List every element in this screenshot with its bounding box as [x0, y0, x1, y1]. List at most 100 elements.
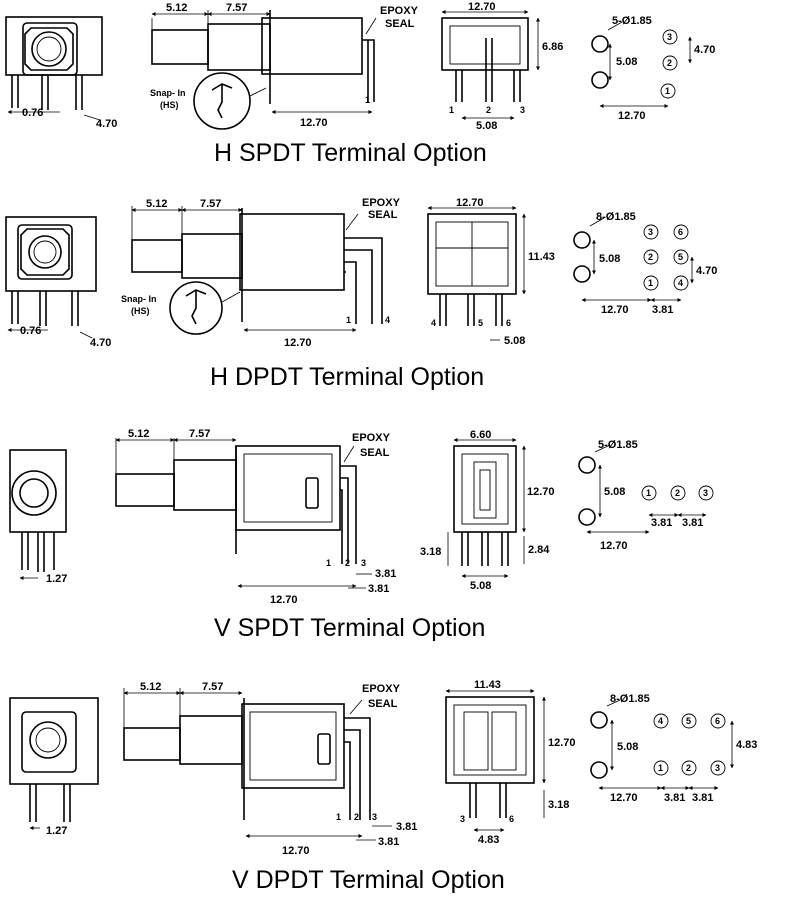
- end-dim-2: 6.86: [542, 41, 563, 53]
- end-pin-1: 4: [431, 318, 436, 328]
- layout-pin-6: 4: [678, 278, 683, 288]
- front-body: [9, 449, 67, 533]
- layout-dim-1: 5.08: [617, 741, 638, 753]
- section-title: H DPDT Terminal Option: [210, 363, 484, 391]
- layout-hole-label: 5-Ø1.85: [612, 15, 652, 27]
- dim-side-1: 5.12: [140, 681, 161, 693]
- front-view: 0.76 4.70: [5, 216, 111, 349]
- actuator-circle: [28, 235, 62, 269]
- front-view: 1.27: [9, 449, 67, 585]
- layout-pin-2: 5: [686, 716, 691, 726]
- side-pin-3: 3: [372, 812, 377, 822]
- dim-side-1: 5.12: [128, 428, 149, 440]
- end-dim-3: 5.08: [504, 335, 525, 347]
- end-pin-3: 6: [506, 318, 511, 328]
- dim-front-2: 4.70: [96, 118, 117, 130]
- end-view: 6.60 12.70 3.18 2.84 5.08: [420, 429, 555, 592]
- octagon-bushing: [20, 228, 70, 276]
- end-view: 12.70 6.86 5.08 1 2 3: [441, 1, 563, 132]
- end-pin-1: 3: [460, 814, 465, 824]
- snap-in-detail: [193, 72, 251, 130]
- end-dim-4: 4.83: [478, 834, 499, 846]
- side-view: 5.12 7.57 12.70 1 EPOXY SEAL Snap- In (H…: [150, 2, 419, 130]
- case: [235, 445, 341, 531]
- seal-label-1: EPOXY: [362, 197, 401, 209]
- layout-pin-1: 4: [658, 716, 663, 726]
- layout-hole-label: 8-Ø1.85: [596, 211, 636, 223]
- snap-label-1: Snap- In: [121, 294, 157, 304]
- layout-dim-4: 3.81: [664, 792, 685, 804]
- hole-layout: 1 2 3 5-Ø1.85 5.08 3.81 3.81 12.70: [578, 439, 714, 552]
- actuator-lever: [123, 727, 181, 761]
- end-dim-2: 11.43: [528, 251, 555, 263]
- end-pin-2: 6: [509, 814, 514, 824]
- dim-side-2: 7.57: [200, 198, 221, 210]
- dim-side-5: 3.81: [378, 836, 399, 848]
- seal-label-2: SEAL: [368, 698, 398, 710]
- layout-pin-3: 1: [665, 86, 670, 96]
- end-dim-3: 3.18: [420, 546, 441, 558]
- actuator-lever: [115, 473, 175, 507]
- layout-hole-label: 5-Ø1.85: [598, 439, 638, 451]
- layout-dim-2: 3.81: [651, 517, 672, 529]
- layout-dim-4: 3.81: [652, 304, 673, 316]
- end-view: 11.43 12.70 3.18 4.83 3 6: [445, 679, 576, 846]
- layout-dim-2: 4.70: [696, 265, 717, 277]
- side-view: 5.12 7.57 12.70 1 2 3 3.81 3.81 EPOXY SE…: [115, 428, 396, 606]
- end-dim-3: 5.08: [476, 120, 497, 132]
- layout-dim-3: 12.70: [610, 792, 638, 804]
- actuator-circle: [11, 470, 57, 516]
- seal-label-2: SEAL: [385, 18, 415, 30]
- end-case: [453, 445, 517, 533]
- dim-front-2: 4.70: [90, 337, 111, 349]
- end-pin-1: 1: [449, 105, 454, 115]
- end-pin-2: 2: [486, 105, 491, 115]
- side-pin-1: 1: [326, 558, 331, 568]
- end-dim-4: 2.84: [528, 544, 550, 556]
- end-view: 12.70 11.43 5.08 4 5 6: [427, 197, 555, 347]
- side-pin-1: 1: [346, 315, 351, 325]
- snap-label-2: (HS): [160, 100, 179, 110]
- end-dim-5: 5.08: [470, 580, 491, 592]
- dim-side-2: 7.57: [202, 681, 223, 693]
- section-title: H SPDT Terminal Option: [214, 139, 487, 167]
- dim-front-1: 0.76: [22, 107, 43, 119]
- layout-pin-6: 3: [715, 763, 720, 773]
- dim-side-4: 3.81: [396, 821, 417, 833]
- seal-label-1: EPOXY: [362, 683, 401, 695]
- section-h-dpdt: 0.76 4.70 5.12 7.57 12.70 1 4 EPOXY SEAL: [5, 197, 717, 391]
- dim-side-1: 5.12: [146, 198, 167, 210]
- layout-pin-4: 5: [678, 252, 683, 262]
- hole-layout: 3 2 1 5-Ø1.85 5.08 4.70 12.70: [591, 15, 715, 122]
- snap-label-2: (HS): [131, 306, 150, 316]
- side-pin-2: 4: [385, 315, 390, 325]
- section-v-dpdt: 1.27 5.12 7.57 12.70 1 2 3 3.81 3.81: [9, 679, 757, 894]
- end-dim-1: 6.60: [470, 429, 491, 441]
- actuator-lever: [151, 29, 209, 65]
- dim-front-1: 0.76: [20, 325, 41, 337]
- end-pin-3: 3: [520, 105, 525, 115]
- layout-pin-3: 3: [703, 488, 708, 498]
- dim-side-3: 12.70: [300, 117, 328, 129]
- seal-label-2: SEAL: [360, 447, 390, 459]
- layout-pin-2: 6: [678, 227, 683, 237]
- layout-dim-1: 5.08: [604, 486, 625, 498]
- end-dim-3: 3.18: [548, 799, 569, 811]
- front-body: [5, 216, 97, 292]
- dim-side-2: 7.57: [226, 2, 247, 14]
- end-dim-1: 11.43: [474, 679, 501, 691]
- layout-pin-5: 1: [648, 278, 653, 288]
- side-pin-1: 1: [336, 812, 341, 822]
- end-pin-2: 5: [478, 318, 483, 328]
- dim-front-1: 1.27: [46, 825, 67, 837]
- dim-side-2: 7.57: [189, 428, 210, 440]
- case: [241, 703, 345, 789]
- end-case: [441, 17, 529, 71]
- dim-front-1: 1.27: [46, 573, 67, 585]
- layout-pin-1: 3: [648, 227, 653, 237]
- layout-dim-3: 3.81: [682, 517, 703, 529]
- seal-label-1: EPOXY: [380, 5, 419, 17]
- layout-pin-2: 2: [675, 488, 680, 498]
- layout-pin-2: 2: [667, 58, 672, 68]
- side-pin-2: 2: [354, 812, 359, 822]
